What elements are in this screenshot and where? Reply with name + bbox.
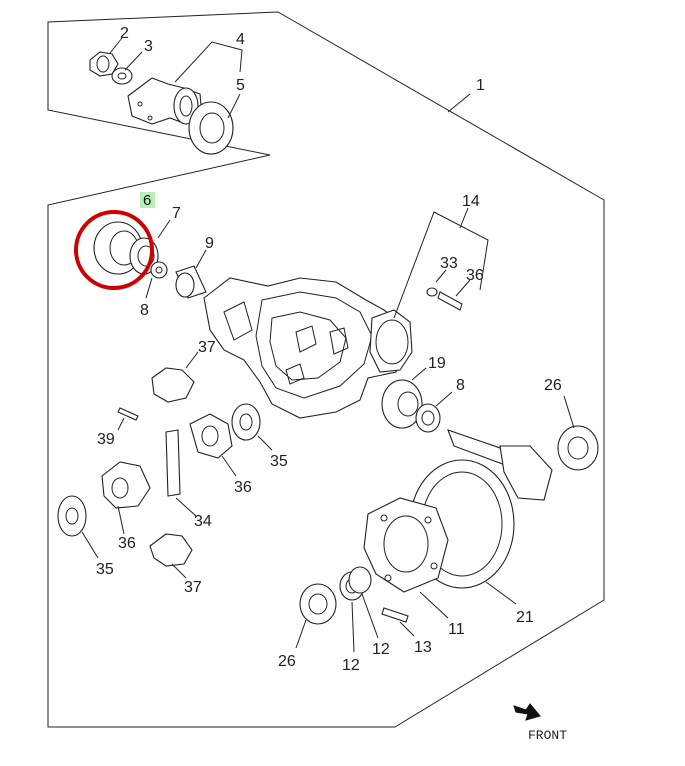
label-part-13[interactable]: 13	[414, 639, 432, 656]
assembly-frame	[47, 11, 605, 728]
shim-spacer-group	[145, 249, 207, 299]
label-part-1[interactable]: 1	[476, 77, 485, 94]
label-part-7[interactable]: 7	[172, 205, 181, 222]
label-part-35-mid[interactable]: 35	[270, 453, 288, 470]
label-part-37-top[interactable]: 37	[198, 339, 216, 356]
label-part-21[interactable]: 21	[516, 609, 534, 626]
bearing-6-group	[74, 210, 171, 290]
label-part-2[interactable]: 2	[120, 25, 129, 42]
label-part-5[interactable]: 5	[236, 77, 245, 94]
label-part-12-low[interactable]: 12	[342, 657, 360, 674]
label-part-9[interactable]: 9	[205, 235, 214, 252]
label-part-39[interactable]: 39	[97, 431, 115, 448]
label-part-36-top[interactable]: 36	[466, 267, 484, 284]
label-part-6[interactable]: 6	[143, 192, 151, 209]
label-part-4[interactable]: 4	[236, 31, 245, 48]
label-part-3[interactable]: 3	[144, 38, 153, 55]
label-part-36-low[interactable]: 36	[118, 535, 136, 552]
side-gear-group	[57, 351, 273, 579]
label-part-19[interactable]: 19	[428, 355, 446, 372]
carrier-housing	[203, 207, 489, 419]
label-part-36-mid[interactable]: 36	[234, 479, 252, 496]
label-part-34[interactable]: 34	[194, 513, 212, 530]
front-arrow-icon	[513, 703, 541, 721]
label-part-14[interactable]: 14	[462, 193, 480, 210]
selected-part-highlight-circle[interactable]	[74, 210, 154, 290]
label-part-35-low[interactable]: 35	[96, 561, 114, 578]
label-part-8-right[interactable]: 8	[456, 377, 465, 394]
lower-bearing-group	[295, 566, 379, 653]
label-part-8-top[interactable]: 8	[140, 302, 149, 319]
front-label: FRONT	[528, 728, 567, 743]
label-part-26-top[interactable]: 26	[544, 377, 562, 394]
label-part-26-low[interactable]: 26	[278, 653, 296, 670]
pinion-group	[447, 395, 599, 501]
differential-group	[363, 459, 517, 637]
selected-label-bg	[140, 192, 155, 208]
bearing-19-group	[381, 367, 453, 433]
label-part-12-right[interactable]: 12	[372, 641, 390, 658]
label-part-33[interactable]: 33	[440, 255, 458, 272]
label-part-11[interactable]: 11	[448, 621, 465, 638]
companion-flange-group	[89, 37, 243, 155]
label-part-37-low[interactable]: 37	[184, 579, 202, 596]
